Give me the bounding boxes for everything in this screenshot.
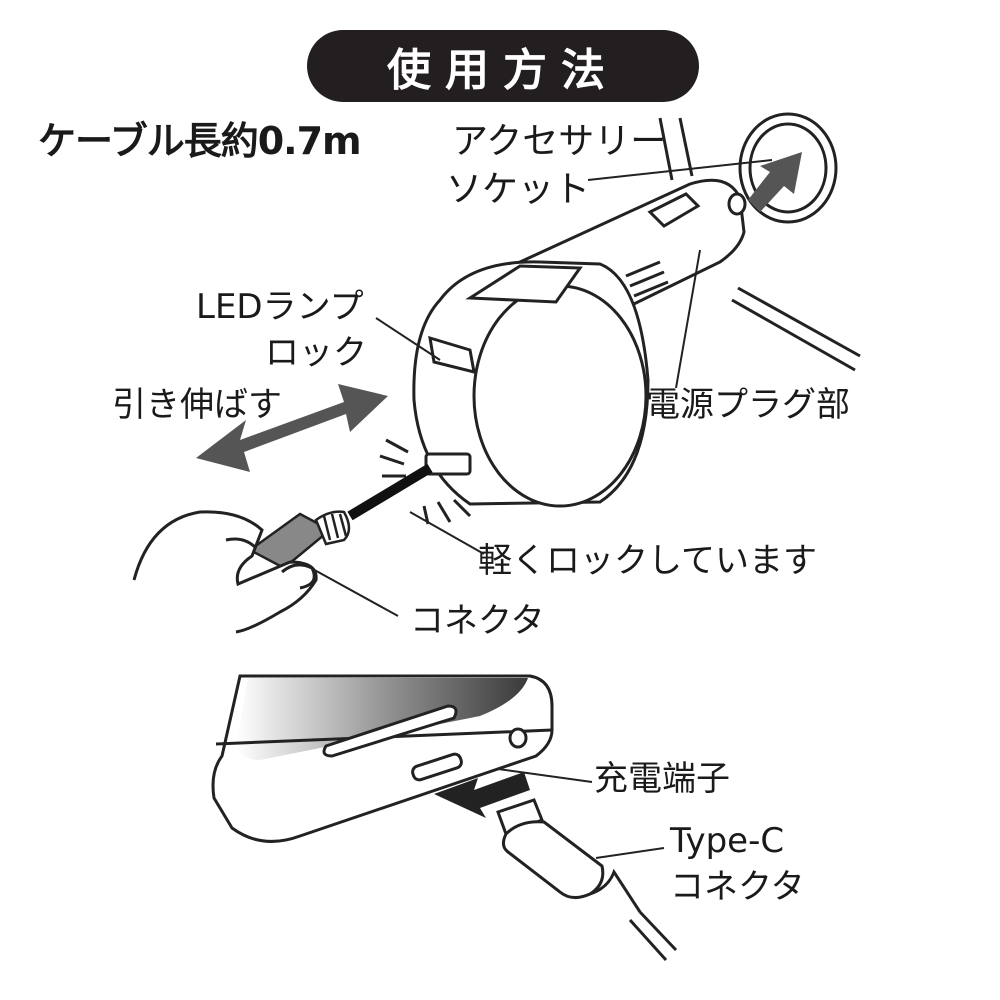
pull-double-arrow (196, 384, 388, 472)
connector-label: コネクタ (410, 601, 545, 641)
title-badge: 使用方法 (307, 30, 699, 102)
light-lock-label: 軽くロックしています (478, 541, 817, 581)
car-panel-lines (658, 117, 861, 372)
pull-out-label: 引き伸ばす (112, 385, 282, 425)
insert-arrow-socket (748, 152, 802, 212)
power-plug-label: 電源プラグ部 (646, 385, 850, 425)
accessory-socket-label-line2: ソケット (446, 169, 591, 210)
leader-line-socket (587, 159, 773, 181)
hand (132, 510, 318, 634)
cable-reel-housing (412, 260, 650, 508)
retractable-cable (347, 463, 433, 521)
insert-arrow-typec (434, 772, 530, 818)
typec-label-line1: Type-C (670, 821, 785, 861)
accessory-socket-label-line1: アクセサリー (452, 121, 667, 162)
led-lamp-label: LEDランプ (196, 287, 364, 327)
lock-motion-ticks (379, 438, 472, 525)
smartphone (211, 674, 554, 843)
cable-connector (247, 510, 351, 570)
title-text: 使用方法 (387, 45, 619, 96)
cable-length-label: ケーブル長約0.7m (38, 119, 362, 163)
charging-port-label: 充電端子 (594, 759, 730, 799)
typec-connector (496, 798, 678, 962)
lock-label: ロック (265, 333, 367, 373)
typec-label-line2: コネクタ (670, 867, 805, 907)
